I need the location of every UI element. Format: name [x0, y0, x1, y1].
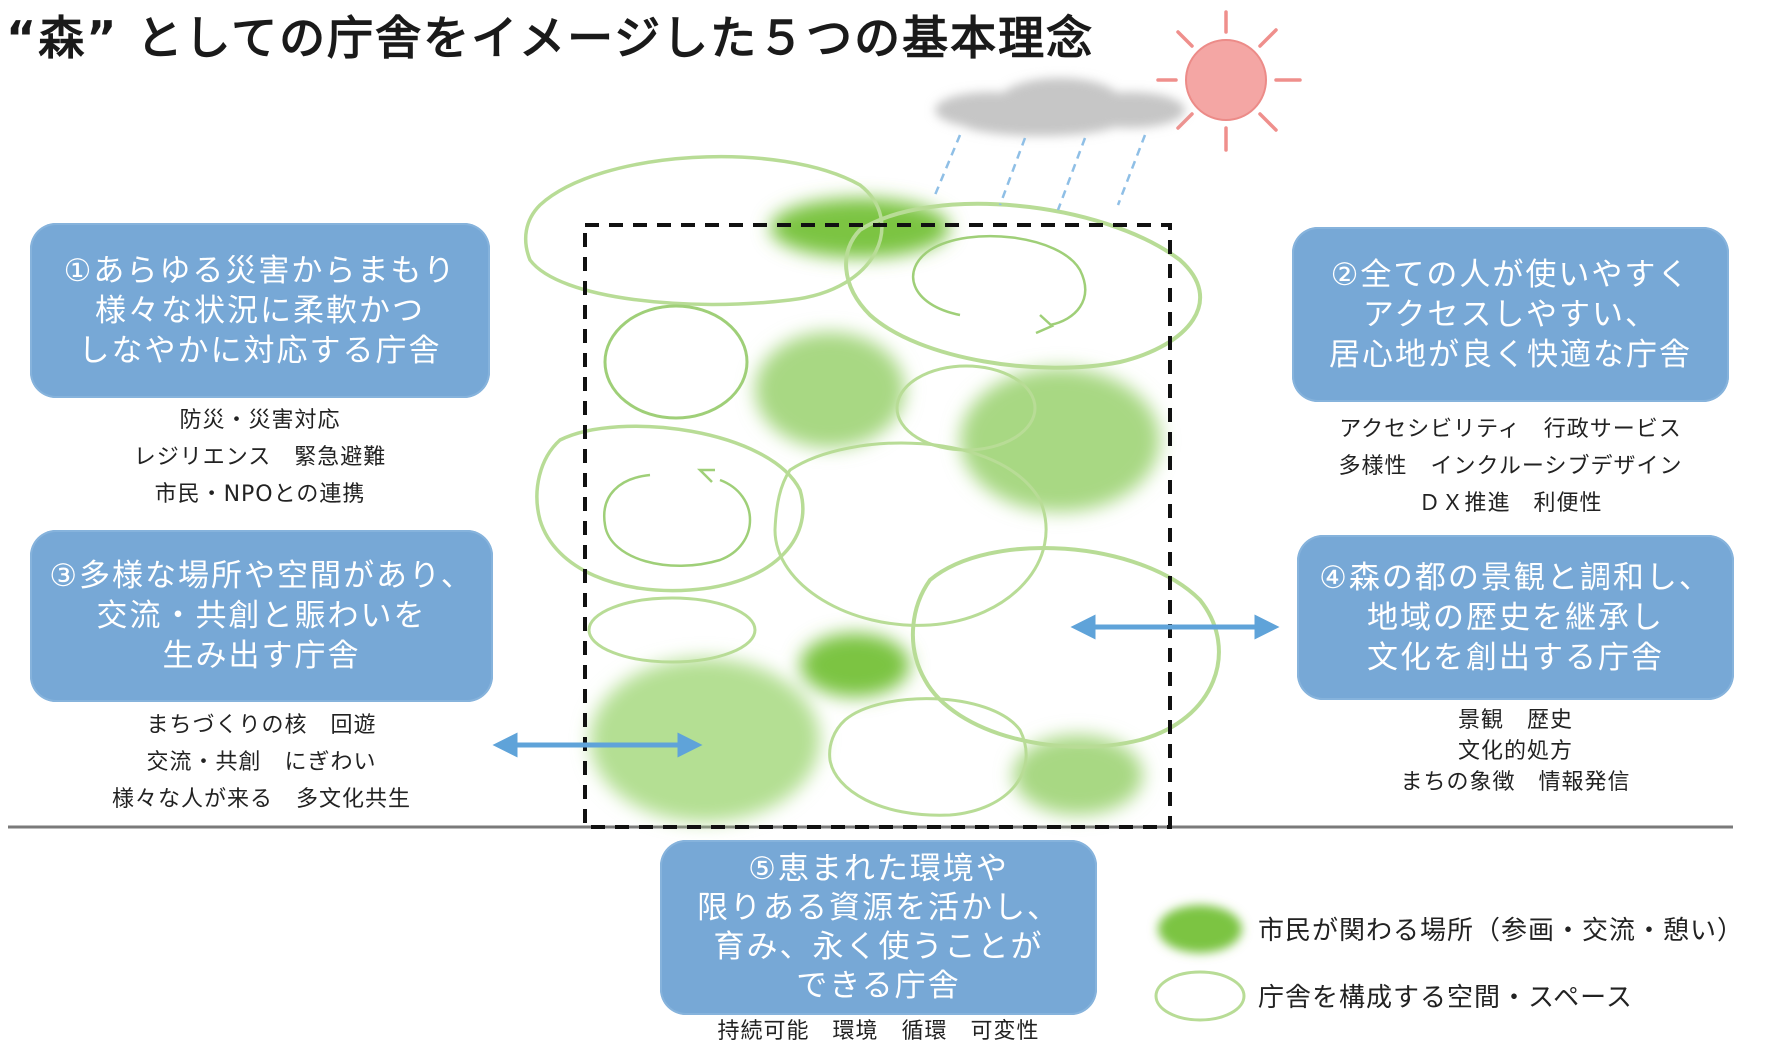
keyword-line: 多様性 インクルーシブデザイン: [1338, 454, 1683, 479]
principle-1-line: 様々な状況に柔軟かつ: [95, 292, 425, 329]
principle-3-box: ③多様な場所や空間があり、 交流・共創と賑わいを 生み出す庁舎: [30, 530, 493, 702]
page-title: “森” としての庁舎をイメージした５つの基本理念: [6, 11, 1095, 65]
keyword-line: レジリエンス 緊急避難: [133, 445, 387, 470]
principle-4-line: 文化を創出する庁舎: [1367, 639, 1664, 676]
keyword-line: 様々な人が来る 多文化共生: [111, 787, 411, 812]
citizen-area: [960, 368, 1160, 512]
legend-filled-label: 市民が関わる場所（参画・交流・憩い）: [1258, 916, 1745, 946]
principle-1-line: ①あらゆる災害からまもり: [63, 252, 457, 289]
keyword-line: 持続可能 環境 循環 可変性: [717, 1019, 1040, 1044]
rain-cloud-icon: [933, 78, 1185, 211]
keyword-line: まちづくりの核 回遊: [146, 713, 377, 738]
principle-4-box: ④森の都の景観と調和し、 地域の歴史を継承し 文化を創出する庁舎: [1297, 535, 1734, 700]
building-spaces: [523, 154, 1221, 817]
keyword-line: 交流・共創 にぎわい: [146, 750, 377, 775]
keyword-line: 景観 歴史: [1457, 708, 1573, 733]
principle-1-box: ①あらゆる災害からまもり 様々な状況に柔軟かつ しなやかに対応する庁舎: [30, 223, 490, 398]
principle-1-keywords: 防災・災害対応 レジリエンス 緊急避難 市民・NPOとの連携: [30, 402, 490, 513]
space-outline: [910, 546, 1221, 749]
principle-1-line: しなやかに対応する庁舎: [78, 332, 442, 369]
keyword-line: 防災・災害対応: [179, 408, 341, 433]
principle-2-line: ②全ての人が使いやすく: [1330, 256, 1691, 293]
principle-4-line: 地域の歴史を継承し: [1367, 599, 1664, 636]
keyword-line: アクセシビリティ 行政サービス: [1339, 417, 1682, 442]
keyword-line: まちの象徴 情報発信: [1400, 770, 1631, 795]
keyword-line: ＤＸ推進 利便性: [1418, 491, 1603, 516]
principle-3-line: 交流・共創と賑わいを: [96, 598, 427, 634]
space-outline: [828, 697, 1028, 817]
principle-2-line: 居心地が良く快適な庁舎: [1329, 336, 1692, 373]
principle-5-box: ⑤恵まれた環境や 限りある資源を活かし、 育み、永く使うことが できる庁舎: [660, 840, 1097, 1015]
keyword-line: 文化的処方: [1457, 739, 1573, 764]
circular-arrow-icon: [602, 468, 752, 567]
space-outline: [535, 424, 805, 593]
space-outline: [587, 596, 757, 664]
space-outline: [773, 441, 1048, 627]
citizen-area: [800, 633, 910, 697]
citizen-area: [1013, 735, 1143, 815]
citizen-area: [590, 658, 820, 822]
principle-5-line: 育み、永く使うことが: [713, 928, 1044, 965]
principle-5-line: ⑤恵まれた環境や: [748, 850, 1009, 887]
principle-5-line: できる庁舎: [796, 967, 961, 1004]
principle-3-keywords: まちづくりの核 回遊 交流・共創 にぎわい 様々な人が来る 多文化共生: [30, 707, 493, 818]
citizen-areas: [590, 198, 1160, 822]
citizen-area: [755, 332, 905, 448]
legend-outline-swatch: [1154, 970, 1246, 1022]
space-outline: [523, 154, 884, 307]
principle-4-keywords: 景観 歴史 文化的処方 まちの象徴 情報発信: [1297, 705, 1734, 798]
legend-filled-swatch: [1158, 905, 1242, 953]
principle-5-line: 限りある資源を活かし、: [697, 889, 1060, 926]
principle-2-box: ②全ての人が使いやすく アクセスしやすい、 居心地が良く快適な庁舎: [1292, 227, 1729, 402]
space-outline: [844, 201, 1203, 370]
circular-arrow-icon: [912, 234, 1087, 335]
sun-icon: [1156, 10, 1302, 152]
space-outline: [603, 304, 749, 420]
principle-4-line: ④森の都の景観と調和し、: [1319, 559, 1712, 596]
building-outline: [583, 223, 1172, 829]
keyword-line: 市民・NPOとの連携: [154, 482, 366, 507]
principle-2-line: アクセスしやすい、: [1362, 296, 1659, 333]
principle-3-line: ③多様な場所や空間があり、: [49, 558, 474, 594]
legend-outline-label: 庁舎を構成する空間・スペース: [1258, 983, 1633, 1013]
principle-2-keywords: アクセシビリティ 行政サービス 多様性 インクルーシブデザイン ＤＸ推進 利便性: [1292, 411, 1729, 522]
principle-3-line: 生み出す庁舎: [162, 638, 361, 674]
principle-5-keywords: 持続可能 環境 循環 可変性: [660, 1016, 1097, 1048]
